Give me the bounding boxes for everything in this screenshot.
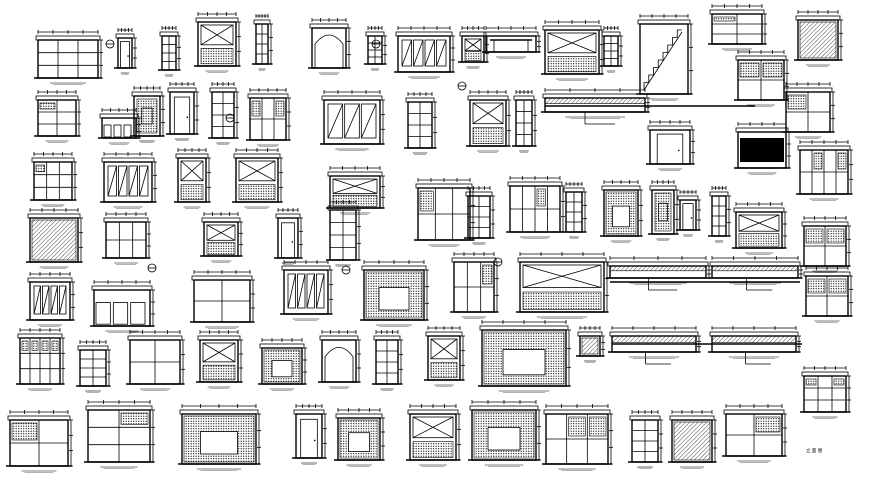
elevation-block [196,330,243,389]
footer-label: 立 面 图 [806,447,823,454]
elevation-block [84,400,155,469]
elevation-block [414,178,475,247]
elevation-block [708,4,767,51]
elevation-block [190,270,255,329]
elevation-block [26,208,83,269]
elevation-block [708,326,801,365]
elevation-block [360,260,429,327]
elevation-block [334,408,385,467]
elevation-block [308,18,351,75]
elevation-block [628,410,663,469]
elevation-block [166,82,199,141]
elevation-block [6,410,73,473]
elevation-block [326,166,385,215]
elevation-block [194,12,241,73]
elevation-block [800,216,851,273]
elevation-block [26,272,75,327]
elevation-block [76,340,111,393]
elevation-block [600,180,643,243]
elevation-block [114,28,137,75]
elevation-block [562,182,587,239]
elevation-block [30,152,77,207]
elevation-block [734,50,789,107]
elevation-block [576,326,605,363]
elevation-block [478,320,571,393]
elevation-block [246,88,291,147]
elevation-block [646,120,695,171]
elevation-block [636,14,693,101]
elevation-block [178,404,261,471]
elevation-block [516,252,609,319]
elevation-block [372,330,403,391]
elevation-block [318,330,361,389]
elevation-block [468,400,541,467]
elevation-block [782,82,835,139]
elevation-block [608,326,701,365]
elevation-block [232,148,283,209]
elevation-block [796,140,853,201]
elevation-block [458,26,489,69]
elevation-block [130,86,165,143]
elevation-block [541,20,604,81]
elevation-block [722,404,787,463]
elevation-block [100,152,157,209]
elevation-block [541,88,650,125]
elevation-block [158,26,181,77]
elevation-block [802,266,853,323]
elevation-block [90,280,155,333]
elevation-block [126,330,185,391]
elevation-block [794,10,843,67]
elevation-block [482,26,541,59]
elevation-block [34,90,81,143]
elevation-block [258,338,307,391]
elevation-block [424,326,465,387]
elevation-block [732,202,787,255]
elevation-block [200,212,243,263]
elevation-block [320,90,385,151]
elevation-block [406,404,461,467]
elevation-block [464,186,495,245]
elevation-block [606,256,711,291]
elevation-block [450,252,499,319]
elevation-block [174,148,211,209]
elevation-block [364,26,387,71]
elevation-block [274,208,303,265]
elevation-block [512,90,537,153]
elevation-block [16,328,65,391]
elevation-block [600,26,623,73]
elevation-block [292,404,327,465]
elevation-block [668,410,717,469]
elevation-block [648,180,679,241]
elevation-block [34,30,103,85]
elevation-block [404,92,437,155]
elevation-block [542,404,613,471]
elevation-block [208,82,239,145]
elevation-block [708,186,731,243]
elevation-block [394,26,455,79]
elevation-block [734,122,791,175]
elevation-block [102,212,151,265]
elevation-block [326,200,361,267]
elevation-block [466,90,511,153]
elevation-block [800,366,851,419]
elevation-block [506,176,565,239]
elevation-block [676,190,701,237]
elevation-block [252,14,273,71]
elevation-block [280,260,333,321]
elevation-block [708,256,803,291]
